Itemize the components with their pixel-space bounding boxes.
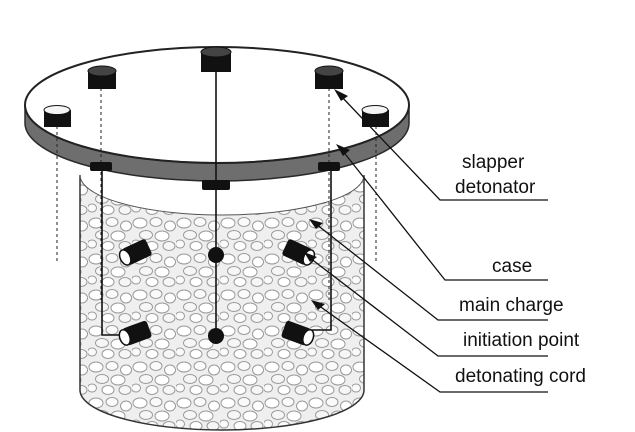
- label-detonating-cord: detonating cord: [455, 366, 586, 387]
- leader-lines: [309, 94, 548, 393]
- main-charge-cylinder: [79, 174, 365, 431]
- initiation-point-upper-right: [282, 239, 316, 266]
- initiation-point-lower-left: [118, 320, 152, 346]
- slapper-detonator-left: [87, 65, 117, 89]
- center-initiation-points: [208, 247, 224, 344]
- label-main-charge: main charge: [459, 295, 564, 316]
- initiation-point-lower-right: [281, 320, 315, 346]
- initiation-point-upper-left: [118, 239, 152, 266]
- case-bottom-details: [90, 162, 340, 190]
- slapper-detonator-right: [314, 65, 344, 89]
- detonating-cords: [101, 70, 332, 336]
- label-case: case: [492, 256, 532, 277]
- label-initiation-point: initiation point: [463, 330, 580, 351]
- slapper-detonator-far-left: [43, 105, 71, 127]
- leader-arrowheads: [304, 89, 350, 310]
- label-detonator: detonator: [455, 177, 536, 198]
- dashed-guides: [56, 88, 377, 300]
- slapper-detonator-far-right: [361, 105, 389, 127]
- slapper-detonator-top-center: [200, 46, 232, 72]
- label-slapper: slapper: [462, 152, 525, 173]
